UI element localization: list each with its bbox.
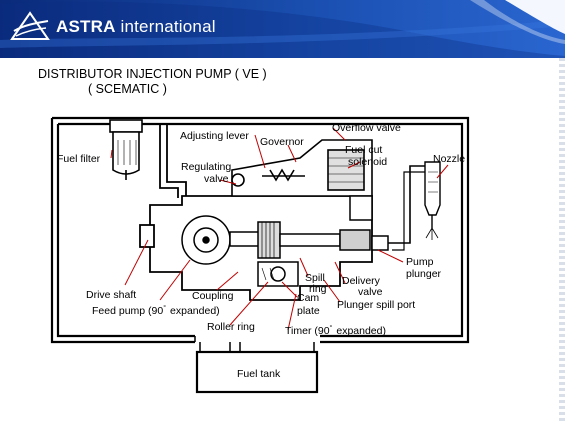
brand-light: international bbox=[120, 17, 216, 36]
label-governor: Governor bbox=[260, 136, 304, 148]
return-line-top bbox=[52, 116, 470, 344]
fuel-filter bbox=[109, 119, 143, 180]
brand-bold: ASTRA bbox=[56, 17, 116, 36]
label-coupling: Coupling bbox=[192, 290, 234, 302]
label-cam-plate: plate bbox=[297, 305, 320, 317]
drive-shaft bbox=[229, 221, 371, 259]
label-arrows bbox=[110, 127, 449, 331]
label-spill: Spill bbox=[305, 272, 325, 284]
banner-swoosh-graphic bbox=[0, 0, 565, 58]
label-pump: Pump bbox=[406, 256, 434, 268]
label-solenoid: solenoid bbox=[348, 156, 387, 168]
label-fuel-filter: Fuel filter bbox=[57, 153, 101, 165]
timer bbox=[257, 261, 299, 287]
label-roller-ring: Roller ring bbox=[207, 321, 255, 333]
label-feed-pump: Feed pump (90°expanded) bbox=[92, 304, 220, 317]
governor bbox=[231, 139, 373, 197]
label-adjusting-lever: Adjusting lever bbox=[180, 130, 249, 142]
label-delivery-valve: valve bbox=[358, 286, 383, 298]
pump-body bbox=[139, 195, 373, 301]
slide-subtitle: ( SCEMATIC ) bbox=[88, 82, 167, 96]
label-regulating-valve: valve bbox=[204, 173, 229, 185]
label-plunger: plunger bbox=[406, 268, 442, 280]
feed-pump bbox=[181, 215, 231, 265]
label-timer: Timer (90°expanded) bbox=[285, 324, 386, 337]
slide-title: DISTRIBUTOR INJECTION PUMP ( VE ) bbox=[38, 67, 267, 81]
label-overflow-valve: Overflow valve bbox=[332, 122, 401, 134]
label-fuel-tank: Fuel tank bbox=[237, 368, 281, 380]
label-delivery: Delivery bbox=[342, 275, 381, 287]
label-drive-shaft: Drive shaft bbox=[86, 289, 136, 301]
astra-logo-icon bbox=[10, 11, 50, 40]
label-plunger-spill-port: Plunger spill port bbox=[337, 299, 415, 311]
brand-name: ASTRA international bbox=[56, 17, 216, 37]
label-fuel-cut: Fuel cut bbox=[345, 144, 382, 156]
fuel-tank bbox=[195, 350, 319, 394]
nozzle bbox=[424, 161, 441, 240]
header-banner: ASTRA international bbox=[0, 0, 565, 58]
label-regulating: Regulating bbox=[181, 161, 231, 173]
fuel-cut-solenoid bbox=[349, 195, 389, 251]
right-edge-decoration bbox=[559, 58, 565, 423]
label-cam: Cam bbox=[297, 292, 319, 304]
label-nozzle: Nozzle bbox=[433, 153, 465, 165]
label-spill-ring: ring bbox=[309, 283, 327, 295]
return-line-left bbox=[50, 118, 195, 344]
